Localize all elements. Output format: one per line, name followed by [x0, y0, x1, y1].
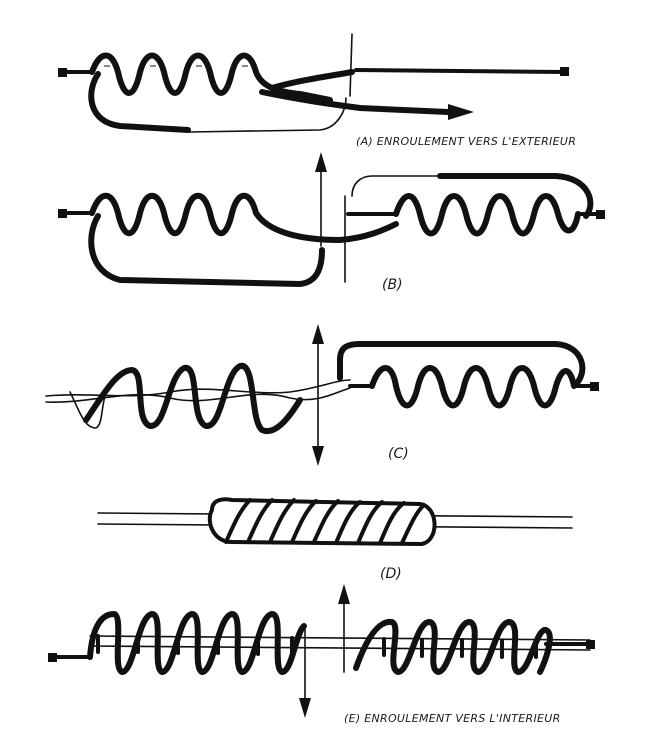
figure-a: (A) ENROULEMENT VERS L'EXTERIEUR	[58, 33, 576, 148]
figure-d-wraps	[224, 498, 426, 545]
figure-a-cross-wire	[259, 89, 451, 115]
figure-d: (D)	[97, 497, 573, 582]
figure-a-vertical-guide	[349, 33, 353, 97]
figure-e-core-top	[89, 635, 591, 641]
figure-e-caption: (E) ENROULEMENT VERS L'INTERIEUR	[344, 712, 561, 725]
figure-a-caption: (A) ENROULEMENT VERS L'EXTERIEUR	[356, 135, 576, 148]
figure-e: (E) ENROULEMENT VERS L'INTERIEUR	[48, 584, 595, 725]
figure-c-arrow-up	[312, 324, 324, 344]
figure-c-right-loop	[337, 341, 586, 387]
figure-b-right-return	[437, 173, 594, 219]
figure-b-right-terminal	[596, 210, 605, 219]
figure-e-right-terminal	[586, 640, 595, 649]
figure-b-right-return-thin	[351, 175, 441, 197]
figure-e-left-helix	[87, 611, 307, 675]
figure-d-caption: (D)	[380, 566, 402, 582]
figure-a-right-wire	[354, 68, 566, 74]
figure-e-left-ticks	[96, 634, 294, 656]
figure-a-left-terminal	[58, 68, 67, 77]
figure-c-strand-3	[69, 383, 111, 429]
figure-a-coil	[89, 52, 333, 103]
figure-a-right-terminal	[560, 67, 569, 76]
figure-b-caption: (B)	[382, 277, 403, 293]
figure-c-right-coil	[369, 365, 577, 409]
figure-b-right-coil	[393, 193, 581, 237]
figure-c-helix	[83, 363, 303, 435]
figure-c-caption: (C)	[388, 446, 409, 462]
figure-c: (C)	[45, 324, 599, 466]
figure-a-return-loop	[88, 71, 191, 133]
figure-a-return-thin	[187, 97, 347, 133]
figure-e-right-ticks	[382, 637, 538, 659]
figure-b: (B)	[58, 152, 605, 293]
figure-c-arrow-down	[312, 446, 324, 466]
figure-b-left-return	[88, 213, 325, 287]
figure-b-arrow-up	[315, 152, 327, 172]
figure-e-arrow-up	[338, 584, 350, 604]
figure-a-arrow-right	[448, 104, 474, 120]
figure-a-cross-wire-2	[269, 69, 355, 91]
figure-e-right-helix	[353, 618, 553, 675]
figure-b-left-coil	[89, 192, 399, 243]
figure-c-right-terminal	[590, 382, 599, 391]
figure-e-arrow-down	[299, 698, 311, 718]
